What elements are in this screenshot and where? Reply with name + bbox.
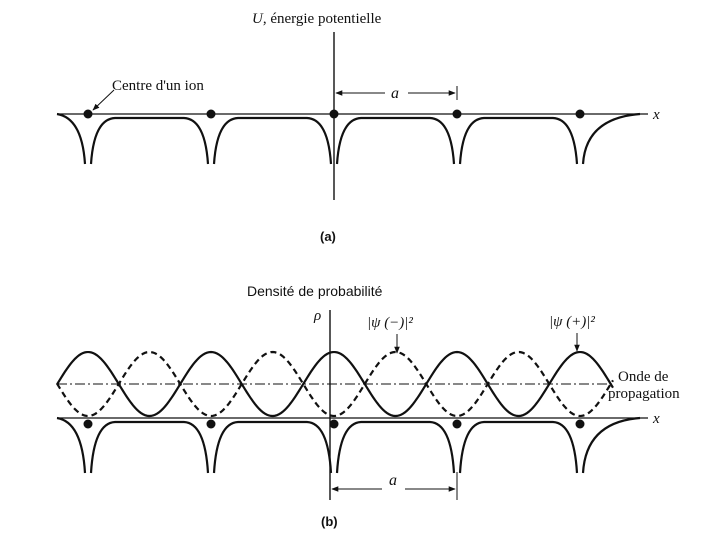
- potential-well-b-4: [335, 420, 456, 474]
- potential-well-a-1: [56, 112, 87, 165]
- panel-b: Densité de probabilité ρ x Onde de propa…: [56, 283, 680, 529]
- potential-well-a-6: [581, 112, 641, 165]
- potential-well-a-3: [212, 116, 333, 165]
- panel-a-x-label: x: [652, 107, 660, 123]
- ion-center-pointer: [92, 89, 115, 111]
- potential-well-a-5: [458, 116, 579, 165]
- panel-b-caption: (b): [321, 514, 338, 529]
- propagation-label-line2: propagation: [608, 386, 680, 402]
- ion-marker-b-4: [452, 419, 462, 429]
- psi-plus-label: |ψ (+)|²: [549, 314, 595, 330]
- lattice-spacing-b: a: [331, 472, 458, 500]
- potential-well-b-2: [89, 420, 210, 474]
- potential-symbol: U: [252, 11, 264, 27]
- ion-marker-a-3: [329, 109, 339, 119]
- potential-curves-b: [56, 416, 641, 474]
- spacing-a-label: a: [391, 85, 399, 102]
- ion-marker-a-2: [206, 109, 216, 119]
- ion-marker-a-1: [83, 109, 93, 119]
- panel-a: U, énergie potentielle x Centre d'un ion…: [56, 11, 660, 244]
- propagation-wave-label: Onde de propagation: [608, 369, 680, 402]
- ion-markers-a: [83, 109, 585, 119]
- panel-b-x-label: x: [652, 411, 660, 427]
- panel-a-caption: (a): [320, 229, 336, 244]
- potential-well-b-5: [458, 420, 579, 474]
- potential-well-b-1: [56, 416, 87, 474]
- potential-description: , énergie potentielle: [263, 11, 382, 27]
- potential-well-b-6: [581, 416, 641, 474]
- potential-well-b-3: [212, 420, 333, 474]
- ion-center-label: Centre d'un ion: [112, 78, 204, 94]
- ion-marker-b-2: [206, 419, 216, 429]
- ion-marker-b-5: [575, 419, 585, 429]
- ion-marker-b-3: [329, 419, 339, 429]
- panel-a-axis-title: U, énergie potentielle: [252, 11, 382, 27]
- spacing-b-label: a: [389, 472, 397, 489]
- ion-markers-b: [83, 419, 585, 429]
- psi-minus-density-curve: [56, 350, 614, 418]
- potential-well-a-2: [89, 116, 210, 165]
- propagation-label-line1: Onde de: [618, 369, 669, 385]
- panel-b-title: Densité de probabilité: [247, 283, 383, 299]
- psi-plus-density-curve: [56, 350, 614, 418]
- potential-well-a-4: [335, 116, 456, 165]
- lattice-spacing-a: a: [333, 85, 458, 102]
- potential-curves-a: [56, 112, 641, 165]
- ion-marker-b-1: [83, 419, 93, 429]
- panel-b-axis-label: ρ: [313, 308, 321, 324]
- ion-marker-a-4: [452, 109, 462, 119]
- psi-minus-label: |ψ (−)|²: [367, 315, 413, 331]
- ion-marker-a-5: [575, 109, 585, 119]
